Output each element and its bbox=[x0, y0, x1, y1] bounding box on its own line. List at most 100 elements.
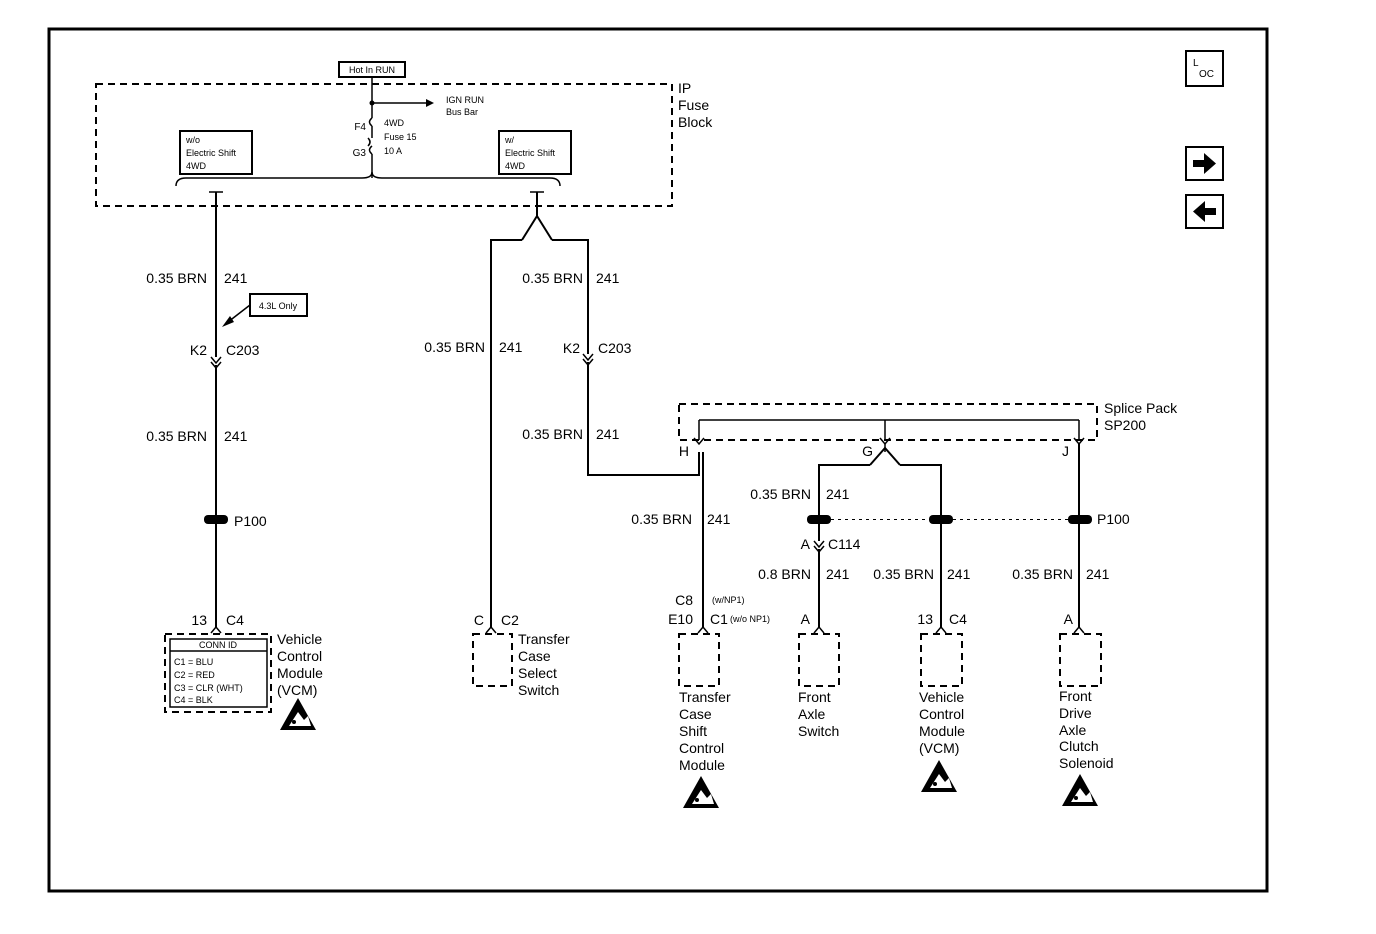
left-wire-1-gauge: 0.35 BRN bbox=[146, 270, 207, 286]
front-axle-name-1: Front bbox=[798, 689, 831, 705]
left-wire-1-num: 241 bbox=[224, 270, 248, 286]
mid-k-wire-2-num: 241 bbox=[596, 426, 620, 442]
c203-left: C203 bbox=[226, 342, 260, 358]
vcm-left-pin: 13 bbox=[191, 612, 207, 628]
vcm-left-component: CONN ID C1 = BLU C2 = RED C3 = CLR (WHT)… bbox=[164, 631, 323, 730]
clutch-pin: A bbox=[1064, 611, 1074, 627]
vcm-right-name-4: (VCM) bbox=[919, 740, 959, 756]
fuse-pin-f4: F4 bbox=[354, 122, 366, 133]
tc-select-name-2: Case bbox=[518, 648, 551, 664]
arrow-left-icon[interactable] bbox=[1185, 194, 1224, 229]
loc-icon[interactable]: L OC bbox=[1185, 50, 1224, 87]
front-axle-name-3: Switch bbox=[798, 723, 839, 739]
pin-h: H bbox=[679, 443, 689, 459]
wo-shift-1: w/o bbox=[185, 135, 200, 145]
splice-pack-label-2: SP200 bbox=[1104, 417, 1146, 433]
esd-warning-icon bbox=[683, 776, 719, 808]
p100-right: P100 bbox=[1097, 511, 1130, 527]
vcm-right-conn: C4 bbox=[949, 611, 967, 627]
vcm-left-name-3: Module bbox=[277, 665, 323, 681]
vcm2-wire-num: 241 bbox=[947, 566, 971, 582]
tc-shift-pin2: E10 bbox=[668, 611, 693, 627]
mid-c-wire-gauge: 0.35 BRN bbox=[424, 339, 485, 355]
mid-c-wire-num: 241 bbox=[499, 339, 523, 355]
c114: C114 bbox=[828, 536, 861, 552]
w-shift-1: w/ bbox=[504, 135, 514, 145]
fuse-block-title-3: Block bbox=[678, 114, 713, 130]
tc-shift-pin1: C8 bbox=[675, 592, 693, 608]
esd-warning-icon bbox=[921, 760, 957, 792]
splice-pack-sp200: Splice Pack SP200 H G J bbox=[678, 400, 1178, 459]
clutch-name-5: Solenoid bbox=[1059, 755, 1114, 771]
clutch-name-2: Drive bbox=[1059, 705, 1092, 721]
conn-id-c1: C1 = BLU bbox=[174, 657, 213, 667]
vcm-right-name-1: Vehicle bbox=[919, 689, 964, 705]
vcm-right-name-2: Control bbox=[919, 706, 964, 722]
front-axle-switch-component: Front Axle Switch bbox=[798, 633, 840, 739]
k2-mid: K2 bbox=[563, 340, 580, 356]
diagram-frame bbox=[47, 27, 1269, 893]
conn-id-title: CONN ID bbox=[199, 640, 238, 650]
vcm-left-name-1: Vehicle bbox=[277, 631, 322, 647]
c203-mid: C203 bbox=[598, 340, 632, 356]
clutch-name-1: Front bbox=[1059, 688, 1092, 704]
wo-shift-2: Electric Shift bbox=[186, 148, 237, 158]
clutch-wire-gauge: 0.35 BRN bbox=[1012, 566, 1073, 582]
tc-shift-name-2: Case bbox=[679, 706, 712, 722]
pin-g: G bbox=[862, 443, 873, 459]
fuse-block-title-2: Fuse bbox=[678, 97, 709, 113]
vcm2-wire-gauge: 0.35 BRN bbox=[873, 566, 934, 582]
hot-in-run-label: Hot In RUN bbox=[349, 65, 395, 75]
fuse-pin-g3: G3 bbox=[353, 148, 367, 159]
axle-wire-gauge: 0.8 BRN bbox=[758, 566, 811, 582]
left-wire-2-num: 241 bbox=[224, 428, 248, 444]
clutch-name-3: Axle bbox=[1059, 722, 1086, 738]
loc-text-oc: OC bbox=[1199, 69, 1214, 80]
wo-shift-3: 4WD bbox=[186, 161, 207, 171]
conn-id-c3: C3 = CLR (WHT) bbox=[174, 683, 243, 693]
ign-run-label-2: Bus Bar bbox=[446, 107, 478, 117]
note-43l: 4.3L Only bbox=[259, 301, 298, 311]
vcm-left-conn: C4 bbox=[226, 612, 244, 628]
front-axle-name-2: Axle bbox=[798, 706, 825, 722]
fuse-label-2: Fuse 15 bbox=[384, 132, 417, 142]
tc-shift-conn2: C1 bbox=[710, 611, 728, 627]
tc-select-name-4: Switch bbox=[518, 682, 559, 698]
tc-select-name-1: Transfer bbox=[518, 631, 570, 647]
vcm-right-pin: 13 bbox=[917, 611, 933, 627]
h-branch-circuit: 0.35 BRN 241 C8 (w/NP1) E10 C1 (w/o NP1) bbox=[631, 452, 770, 634]
j-branch-circuit: 0.35 BRN 241 A bbox=[1012, 444, 1110, 634]
mid-k-wire-1-gauge: 0.35 BRN bbox=[522, 270, 583, 286]
loc-text-l: L bbox=[1193, 58, 1199, 69]
arrow-right-icon[interactable] bbox=[1185, 146, 1224, 181]
left-wire-2-gauge: 0.35 BRN bbox=[146, 428, 207, 444]
h-wire-num: 241 bbox=[707, 511, 731, 527]
conn-id-c4: C4 = BLK bbox=[174, 695, 213, 705]
tc-select-pin: C bbox=[474, 612, 484, 628]
tc-shift-name-4: Control bbox=[679, 740, 724, 756]
pin-j: J bbox=[1062, 443, 1069, 459]
fuse-label-3: 10 A bbox=[384, 146, 402, 156]
splice-pack-label-1: Splice Pack bbox=[1104, 400, 1178, 416]
left-circuit: 0.35 BRN 241 4.3L Only K2 C203 0.35 BRN … bbox=[146, 191, 308, 634]
g-branch-circuit: 0.35 BRN 241 P100 A C114 0.8 BRN 241 A 0… bbox=[750, 444, 1130, 634]
h-wire-gauge: 0.35 BRN bbox=[631, 511, 692, 527]
mid-k-wire-2-gauge: 0.35 BRN bbox=[522, 426, 583, 442]
ip-fuse-block: Hot In RUN IP Fuse Block IGN RUN Bus Bar… bbox=[95, 61, 713, 207]
tc-shift-pin2-note: (w/o NP1) bbox=[730, 614, 770, 624]
fuse-label-1: 4WD bbox=[384, 118, 405, 128]
esd-warning-icon bbox=[280, 698, 316, 730]
conn-id-c2: C2 = RED bbox=[174, 670, 215, 680]
axle-wire-num: 241 bbox=[826, 566, 850, 582]
clutch-solenoid-component: Front Drive Axle Clutch Solenoid bbox=[1059, 633, 1114, 806]
tc-shift-name-1: Transfer bbox=[679, 689, 731, 705]
mid-k-wire-1-num: 241 bbox=[596, 270, 620, 286]
w-shift-2: Electric Shift bbox=[505, 148, 556, 158]
w-shift-3: 4WD bbox=[505, 161, 526, 171]
c114-pin: A bbox=[801, 536, 811, 552]
tc-shift-name-5: Module bbox=[679, 757, 725, 773]
vcm-right-name-3: Module bbox=[919, 723, 965, 739]
g-wire-gauge: 0.35 BRN bbox=[750, 486, 811, 502]
tc-select-switch-component: Transfer Case Select Switch bbox=[472, 631, 570, 698]
